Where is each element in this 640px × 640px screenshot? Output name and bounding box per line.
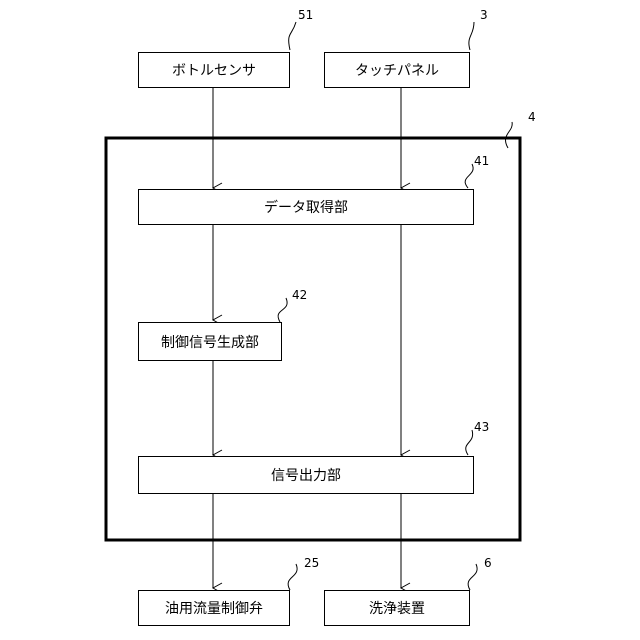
data-acquisition-label: データ取得部 bbox=[264, 197, 348, 217]
control-signal-gen-box: 制御信号生成部 bbox=[138, 322, 282, 361]
ref-number-3: 3 bbox=[480, 8, 488, 22]
leader-ref-41 bbox=[465, 164, 473, 188]
cleaning-device-label: 洗浄装置 bbox=[369, 598, 425, 618]
control-signal-gen-label: 制御信号生成部 bbox=[161, 332, 259, 352]
bottle-sensor-label: ボトルセンサ bbox=[172, 60, 256, 80]
leader-ref-25 bbox=[288, 564, 297, 590]
leader-ref-51 bbox=[289, 22, 296, 50]
oil-flow-valve-label: 油用流量制御弁 bbox=[165, 598, 263, 618]
ref-number-51: 51 bbox=[298, 8, 313, 22]
ref-number-41: 41 bbox=[474, 154, 489, 168]
leader-ref-6 bbox=[468, 564, 477, 590]
signal-output-box: 信号出力部 bbox=[138, 456, 474, 494]
leader-ref-3 bbox=[469, 22, 474, 50]
cleaning-device-box: 洗浄装置 bbox=[324, 590, 470, 626]
signal-output-label: 信号出力部 bbox=[271, 465, 341, 485]
ref-number-4: 4 bbox=[528, 110, 536, 124]
leader-ref-4 bbox=[506, 122, 513, 148]
ref-number-6: 6 bbox=[484, 556, 492, 570]
leader-ref-43 bbox=[466, 430, 473, 455]
ref-number-42: 42 bbox=[292, 288, 307, 302]
leader-ref-42 bbox=[278, 298, 287, 322]
bottle-sensor-box: ボトルセンサ bbox=[138, 52, 290, 88]
data-acquisition-box: データ取得部 bbox=[138, 189, 474, 225]
oil-flow-valve-box: 油用流量制御弁 bbox=[138, 590, 290, 626]
touch-panel-box: タッチパネル bbox=[324, 52, 470, 88]
ref-number-43: 43 bbox=[474, 420, 489, 434]
touch-panel-label: タッチパネル bbox=[355, 60, 439, 80]
ref-number-25: 25 bbox=[304, 556, 319, 570]
